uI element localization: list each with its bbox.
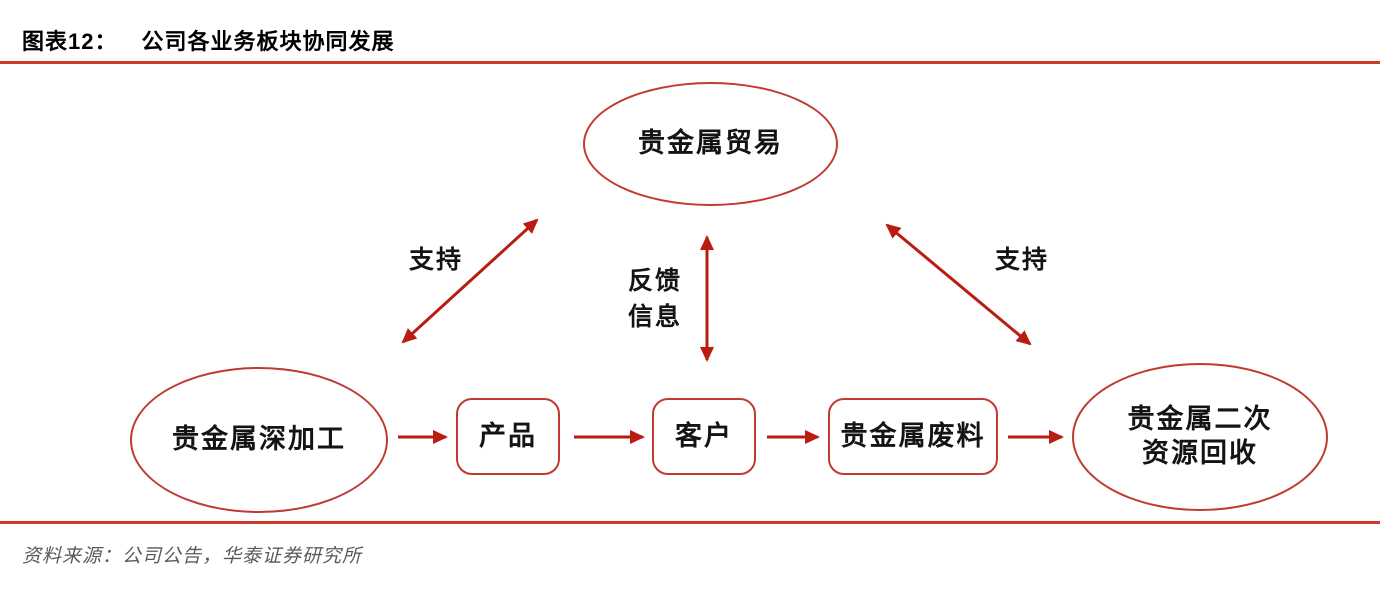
arrow-support-processing-trading	[401, 218, 539, 344]
edge-label-support-right: 支持	[994, 246, 1049, 274]
figure-source-text: 资料来源：公司公告，华泰证券研究所	[22, 545, 363, 567]
node-precious-metal-deep-processing: 贵金属深加工	[130, 367, 388, 513]
arrow-support-recycling-trading	[885, 223, 1032, 346]
node-precious-metal-trading: 贵金属贸易	[583, 82, 838, 206]
node-secondary-resource-recycling: 贵金属二次 资源回收	[1072, 363, 1328, 511]
figure-title: 图表12： 公司各业务板块协同发展	[22, 24, 395, 56]
top-divider-line	[0, 61, 1380, 64]
figure-number-label: 图表12：	[22, 29, 118, 54]
node-product: 产品	[456, 398, 560, 475]
node-precious-metal-scrap: 贵金属废料	[828, 398, 998, 475]
edge-label-support-left: 支持	[408, 246, 463, 274]
node-customer: 客户	[652, 398, 756, 475]
bottom-divider-line	[0, 521, 1380, 524]
figure-title-text: 公司各业务板块协同发展	[141, 29, 395, 54]
edge-label-feedback-info: 反馈 信息	[627, 267, 682, 331]
